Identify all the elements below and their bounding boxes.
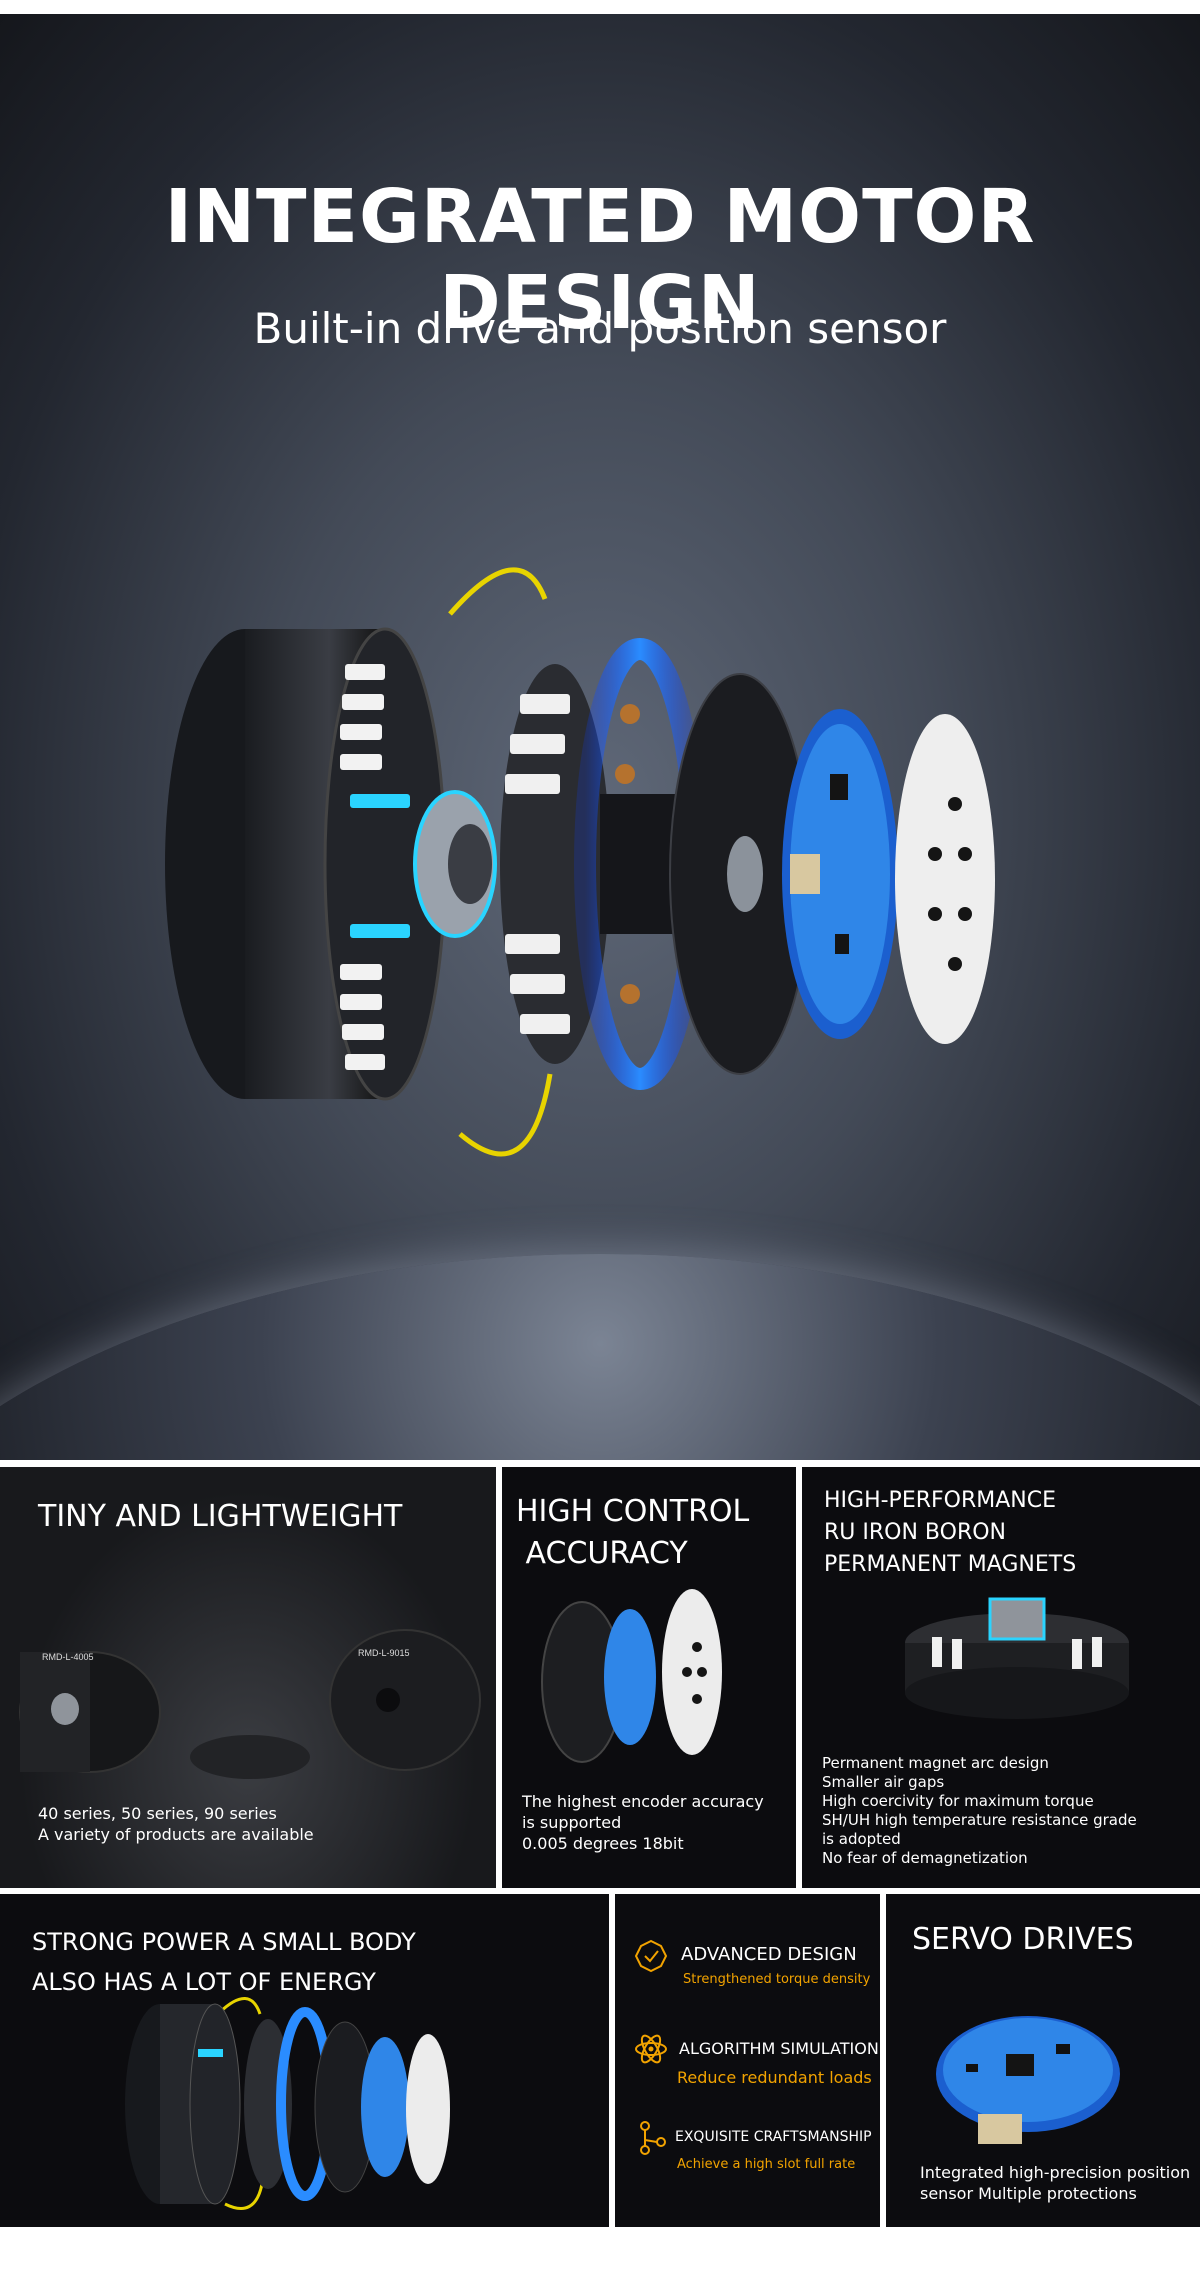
features-panel: ADVANCED DESIGN Strengthened torque dens… — [615, 1894, 880, 2227]
motor-size-comparison — [19, 1629, 481, 1779]
feature-subtitle-exquisite-craftsmanship: Achieve a high slot full rate — [677, 2157, 856, 2172]
control-accuracy-panel: HIGH CONTROL ACCURACY The highest encode… — [502, 1467, 796, 1888]
small-motor-label: RMD-L-4005 — [42, 1652, 94, 1662]
exploded-motor-illustration — [165, 567, 995, 1157]
feature-title-algorithm-simulation: ALGORITHM SIMULATION — [679, 2039, 879, 2058]
servo-drives-text: Integrated high-precision position senso… — [920, 2163, 1191, 2203]
hero-section: INTEGRATED MOTOR DESIGN Built-in drive a… — [0, 14, 1200, 1460]
feature-subtitle-advanced-design: Strengthened torque density — [683, 1972, 871, 1987]
servo-drive-board-illustration — [936, 2016, 1120, 2144]
feature-icons — [634, 1939, 668, 2155]
control-accuracy-title: HIGH CONTROL ACCURACY — [516, 1494, 750, 1571]
feature-title-exquisite-craftsmanship: EXQUISITE CRAFTSMANSHIP — [675, 2129, 872, 2145]
feature-subtitle-algorithm-simulation: Reduce redundant loads — [677, 2068, 872, 2087]
tiny-lightweight-panel: TINY AND LIGHTWEIGHT RMD-L-4005 RMD-L-90… — [0, 1467, 496, 1888]
tiny-lightweight-title: TINY AND LIGHTWEIGHT — [38, 1499, 403, 1534]
permanent-magnets-text: Permanent magnet arc design Smaller air … — [822, 1754, 1137, 1867]
network-icon — [640, 2121, 666, 2155]
check-badge-icon — [634, 1939, 668, 1973]
servo-drives-panel: SERVO DRIVES Integrated high-precision p… — [886, 1894, 1200, 2227]
permanent-magnets-panel: HIGH-PERFORMANCE RU IRON BORON PERMANENT… — [802, 1467, 1200, 1888]
tiny-lightweight-text: 40 series, 50 series, 90 series A variet… — [38, 1804, 314, 1844]
hero-subtitle: Built-in drive and position sensor — [253, 304, 947, 353]
magnet-rotor-illustration — [905, 1597, 1129, 1719]
encoder-board-illustration — [541, 1589, 722, 1763]
atom-icon — [635, 2034, 667, 2064]
strong-power-panel: STRONG POWER A SMALL BODY ALSO HAS A LOT… — [0, 1894, 609, 2227]
small-exploded-motor-illustration — [125, 1997, 450, 2210]
control-accuracy-text: The highest encoder accuracy is supporte… — [522, 1792, 764, 1853]
strong-power-title: STRONG POWER A SMALL BODY ALSO HAS A LOT… — [32, 1928, 416, 1996]
large-motor-label: RMD-L-9015 — [358, 1648, 410, 1658]
permanent-magnets-title: HIGH-PERFORMANCE RU IRON BORON PERMANENT… — [824, 1488, 1077, 1577]
servo-drives-title: SERVO DRIVES — [912, 1922, 1134, 1957]
hero-title: INTEGRATED MOTOR DESIGN — [164, 174, 1036, 346]
feature-title-advanced-design: ADVANCED DESIGN — [681, 1944, 857, 1965]
